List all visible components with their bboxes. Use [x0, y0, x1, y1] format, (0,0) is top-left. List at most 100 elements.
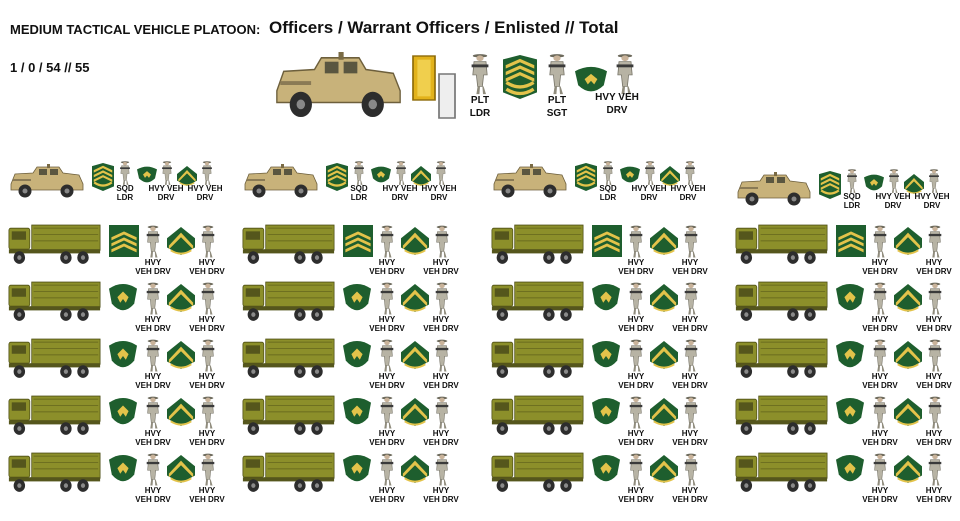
soldier-icon [380, 339, 394, 372]
soldier-icon [201, 282, 215, 315]
specialist-insignia-icon [343, 283, 371, 311]
soldier-icon [146, 339, 160, 372]
cargo-truck-icon [491, 224, 584, 264]
soldier-icon [684, 282, 698, 315]
cargo-truck-icon [491, 395, 584, 435]
cargo-truck-icon [8, 452, 101, 492]
cargo-truck-icon [242, 338, 335, 378]
soldier-icon [201, 225, 215, 258]
specialist-insignia-icon [575, 66, 607, 92]
cargo-truck-icon [491, 338, 584, 378]
unit-title: MEDIUM TACTICAL VEHICLE PLATOON: [10, 22, 261, 37]
specialist-insignia-icon [592, 283, 620, 311]
soldier-icon [873, 396, 887, 429]
soldier-icon [928, 396, 942, 429]
soldier-icon [471, 54, 489, 95]
soldier-icon [684, 339, 698, 372]
specialist-insignia-icon [864, 174, 884, 191]
specialist-insignia-icon [109, 283, 137, 311]
soldier-icon [201, 339, 215, 372]
soldier-icon [162, 161, 172, 185]
personnel-totals: 1 / 0 / 54 // 55 [10, 60, 90, 75]
soldier-icon [146, 282, 160, 315]
private-first-class-insignia-icon [167, 398, 195, 426]
mrap-vehicle-icon [276, 52, 401, 118]
specialist-insignia-icon [343, 397, 371, 425]
soldier-icon [380, 282, 394, 315]
private-first-class-insignia-icon [401, 227, 429, 255]
private-first-class-insignia-icon [894, 455, 922, 483]
private-first-class-insignia-icon [650, 227, 678, 255]
cargo-truck-icon [735, 281, 828, 321]
private-first-class-insignia-icon [650, 341, 678, 369]
soldier-icon [436, 161, 446, 185]
private-first-class-insignia-icon [167, 284, 195, 312]
specialist-insignia-icon [836, 340, 864, 368]
cargo-truck-icon [735, 338, 828, 378]
specialist-insignia-icon [343, 454, 371, 482]
sergeant-insignia-icon [836, 225, 866, 257]
specialist-insignia-icon [343, 340, 371, 368]
soldier-icon [435, 453, 449, 486]
private-first-class-insignia-icon [167, 227, 195, 255]
staff-sergeant-insignia-icon [92, 163, 114, 191]
private-first-class-insignia-icon [401, 398, 429, 426]
specialist-insignia-icon [109, 340, 137, 368]
soldier-icon [873, 339, 887, 372]
private-first-class-insignia-icon [401, 455, 429, 483]
specialist-insignia-icon [109, 454, 137, 482]
staff-sergeant-insignia-icon [326, 163, 348, 191]
soldier-icon [146, 396, 160, 429]
soldier-icon [873, 225, 887, 258]
private-first-class-insignia-icon [167, 341, 195, 369]
soldier-icon [684, 453, 698, 486]
soldier-icon [435, 282, 449, 315]
private-first-class-insignia-icon [650, 455, 678, 483]
soldier-icon [629, 225, 643, 258]
sergeant-insignia-icon [592, 225, 622, 257]
private-first-class-insignia-icon [177, 166, 197, 186]
cargo-truck-icon [735, 224, 828, 264]
soldier-icon [435, 225, 449, 258]
specialist-insignia-icon [371, 166, 391, 183]
cargo-truck-icon [242, 224, 335, 264]
specialist-insignia-icon [836, 397, 864, 425]
soldier-icon [847, 169, 857, 193]
cargo-truck-icon [242, 281, 335, 321]
second-lieutenant-insignia-icon [412, 55, 436, 101]
soldier-icon [380, 225, 394, 258]
